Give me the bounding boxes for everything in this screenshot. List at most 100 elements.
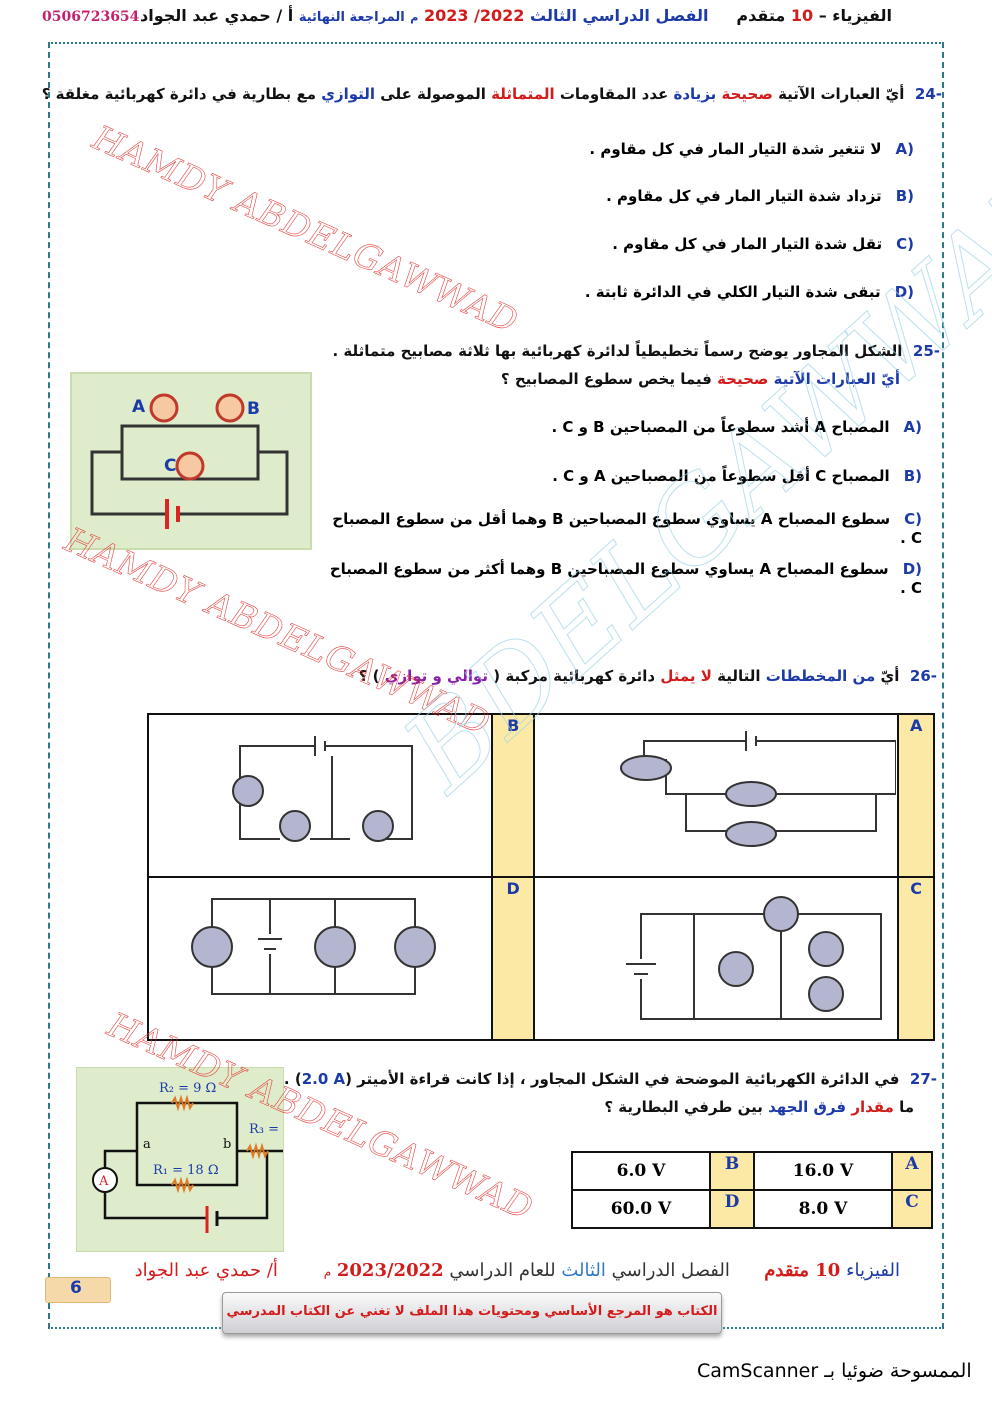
circuit-diagram-a [620,731,898,847]
year-suffix: م [410,11,419,24]
q-text: بزيادة [673,85,722,103]
footer-m: م [323,1265,332,1279]
option-c[interactable]: C [897,876,935,1041]
q-text: مع بطارية في دائرة كهربائية مغلقة ؟ [41,85,322,103]
q25-option-a[interactable]: (A المصباح A أشد سطوعاً من المصباحين B و … [551,418,922,436]
option-text: تبقى شدة التيار الكلي في الدائرة ثابتة . [584,283,881,301]
answer-a-value[interactable]: 16.0 V [753,1151,893,1191]
q25-option-c[interactable]: (Cسطوع المصباح A يساوي سطوع المصباحين B … [322,510,922,548]
circuit-diagram-c [626,896,883,1020]
q26-question: -26 أيّ من المخططات التالية لا يمثل دائر… [359,667,937,685]
q-text: المتماثلة [491,85,555,103]
diagram-b[interactable] [147,713,493,878]
q24-option-d[interactable]: (D تبقى شدة التيار الكلي في الدائرة ثابتة… [585,283,914,301]
q-text: بين طرفي البطارية ؟ [604,1098,769,1116]
q25-option-b[interactable]: (B المصباح C أقل سطوعاً من المصباحين A و … [552,467,922,485]
reference-banner: الكتاب هو المرجع الأساسي ومحتويات هذا ال… [222,1292,722,1334]
option-text: تقل شدة التيار المار في كل مقاوم . [612,235,883,253]
circuit-three-bulbs: A B C [90,393,289,529]
phone: 0506723654 [42,9,140,25]
diagram-a[interactable] [533,713,900,878]
circuit-diagram-d [191,898,436,995]
q-text: مقدار [851,1098,894,1116]
term: الفصل الدراسي الثالث [530,6,709,25]
option-letter: (C [904,510,922,528]
q25-sub: أيّ العبارات الآتية صحيحة فيما يخص سطوع … [501,370,900,388]
option-text: المصباح A أشد سطوعاً من المصباحين B و C … [551,418,890,436]
q27-question: -27 في الدائرة الكهربائية الموضحة في الش… [284,1070,937,1088]
q-text: ) . [283,1070,302,1088]
option-text: سطوع المصباح A يساوي سطوع المصباحين B وه… [332,510,922,547]
q-text: أيّ العبارات الآتية [772,85,905,103]
diagram-d[interactable] [147,876,493,1041]
q27-circuit-diagram: A R₂ = 9 Ω R₃ = 2 Ω R₁ = 18 Ω a b [76,1067,306,1252]
r1-label: R₁ = 18 Ω [153,1163,219,1178]
header: الفيزياء – 10 متقدم الفصل الدراسي الثالث… [140,6,892,25]
q-num: -24 [914,85,942,103]
q-text: دائرة كهربائية مركبة ( [488,667,661,685]
q-text: فرق الجهد [768,1098,852,1116]
node-a: a [143,1137,151,1152]
q-text: ما [893,1098,914,1116]
q-text: التوازي [321,85,376,103]
footer-term: الفصل الدراسي [611,1260,730,1281]
q24-option-a[interactable]: (Aلا تتغير شدة التيار المار في كل مقاوم … [589,140,914,158]
option-letter: (A [895,140,914,158]
option-text: تزداد شدة التيار المار في كل مقاوم . [606,187,882,205]
bulb-label-a: A [132,397,146,417]
subject: الفيزياء – [818,6,892,25]
q-text: فيما يخص سطوع المصابيح ؟ [500,370,718,388]
footer-subject: الفيزياء [846,1260,900,1281]
option-d[interactable]: D [490,876,536,1041]
bulb-label-b: B [247,399,260,419]
option-letter: (A [903,418,922,436]
ammeter-icon: A [98,1174,109,1189]
footer-term-num: الثالث [561,1260,606,1281]
footer: الفيزياء 10 متقدم الفصل الدراسي الثالث ل… [135,1260,900,1281]
answer-b-letter[interactable]: B [709,1151,755,1191]
q-text: عدد المقاومات [554,85,674,103]
page-number: 6 [45,1277,111,1303]
answer-c-letter[interactable]: C [891,1189,933,1229]
option-b[interactable]: B [490,713,536,878]
q-num: -25 [912,342,940,360]
option-a[interactable]: A [897,713,935,878]
q-text: من المخططات [765,667,876,685]
q-text: توالي و توازي [384,667,489,685]
footer-teacher: أ/ حمدي عبد الجواد [134,1260,278,1281]
q-text: صحيحة [721,85,773,103]
bulb-label-c: C [164,456,176,476]
q-text: صحيحة [717,370,769,388]
q-text: أيّ العبارات الآتية [768,370,900,388]
option-letter: (B [903,467,922,485]
q-num: -26 [909,667,937,685]
answer-d-value[interactable]: 60.0 V [571,1189,711,1229]
answer-c-value[interactable]: 8.0 V [753,1189,893,1229]
q24-option-b[interactable]: (B تزداد شدة التيار المار في كل مقاوم . [606,187,914,205]
circuit-resistors: A R₂ = 9 Ω R₃ = 2 Ω R₁ = 18 Ω a b [92,1081,306,1233]
diagram-c[interactable] [533,876,900,1041]
node-b: b [223,1137,231,1152]
q26-options-table: B A D C [147,713,935,1041]
circuit-diagram-b [232,736,413,842]
option-text: المصباح C أقل سطوعاً من المصباحين A و C … [552,467,890,485]
q24-option-c[interactable]: (C تقل شدة التيار المار في كل مقاوم . [612,235,914,253]
answer-b-value[interactable]: 6.0 V [571,1151,711,1191]
option-letter: (D [894,283,914,301]
option-letter: (B [895,187,914,205]
q-text: أيّ [875,667,900,685]
option-letter: (C [896,235,914,253]
answer-d-letter[interactable]: D [709,1189,755,1229]
grade: متقدم [736,6,786,25]
q-text: لا يمثل [660,667,712,685]
grade-num: 10 [790,6,814,25]
q25-option-d[interactable]: (Dسطوع المصباح A يساوي سطوع المصباحين B … [322,560,922,598]
q-text: الموصولة على [375,85,492,103]
r3-label: R₃ = 2 Ω [249,1122,283,1137]
q25-question: -25 الشكل المجاور يوضح رسماً تخطيطياً لد… [332,342,940,360]
q-text: في الدائرة الكهربائية الموضحة في الشكل ا… [345,1070,900,1088]
option-letter: (D [902,560,922,578]
answer-a-letter[interactable]: A [891,1151,933,1191]
q-num: -27 [909,1070,937,1088]
